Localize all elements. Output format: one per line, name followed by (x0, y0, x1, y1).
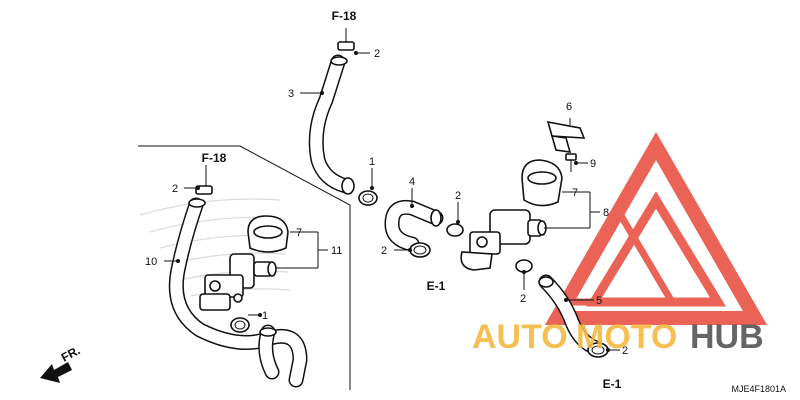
watermark-text: AUTO MOTO HUB (472, 318, 764, 356)
callout-8: 8 (603, 207, 609, 219)
callout-2: 2 (520, 293, 526, 305)
callout-2: 2 (455, 190, 461, 202)
callout-5: 5 (596, 295, 602, 307)
hose-part-4 (384, 199, 444, 252)
connector-hose-left (258, 324, 280, 380)
hose-part-5 (538, 274, 604, 356)
ref-f18-left: F-18 (202, 151, 227, 165)
callout-1: 1 (369, 156, 375, 168)
frame-boundary-line (138, 145, 351, 390)
callout-7: 7 (572, 187, 578, 199)
callout-2: 2 (381, 245, 387, 257)
mounting-bracket-6 (546, 120, 586, 153)
watermark-auto: AUTO (472, 318, 568, 356)
callout-3: 3 (288, 88, 294, 100)
ref-f18-top: F-18 (332, 9, 357, 23)
air-valve-left (199, 253, 277, 311)
hose-clamp-middle (358, 190, 378, 206)
callout-7: 7 (296, 227, 302, 239)
callout-2: 2 (172, 183, 178, 195)
callout-9: 9 (590, 158, 596, 170)
bolt-part-9 (565, 153, 577, 172)
callout-11: 11 (331, 245, 342, 257)
ref-e1-middle: E-1 (427, 279, 446, 293)
leader-lines (164, 28, 620, 351)
front-direction-arrow: FR. (40, 343, 82, 383)
callout-2: 2 (374, 48, 380, 60)
diagram-code: MJE4F1801A (731, 384, 786, 394)
hose-part-10 (168, 197, 308, 388)
hose-clamp-e1-middle (409, 242, 431, 258)
ref-e1-bottom: E-1 (603, 377, 622, 391)
fr-arrow-label: FR. (59, 343, 83, 364)
rubber-mount-left (247, 215, 289, 253)
callout-4: 4 (409, 176, 415, 188)
watermark-hub: HUB (690, 318, 764, 356)
hose-clamp-bottom-right (587, 342, 609, 358)
callout-2: 2 (622, 345, 628, 357)
callout-6: 6 (566, 101, 572, 113)
watermark-triangle-logo (544, 131, 768, 325)
hose-part-3 (308, 54, 355, 195)
air-valve-right (460, 209, 547, 271)
rubber-mount-right (521, 159, 563, 207)
callout-10: 10 (145, 256, 157, 268)
hose-clamp-hose4 (446, 223, 464, 237)
leader-dots (176, 51, 610, 352)
watermark-moto: MOTO (576, 318, 677, 356)
hose-clamp-lower-left (230, 317, 250, 333)
callout-1: 1 (262, 310, 268, 322)
